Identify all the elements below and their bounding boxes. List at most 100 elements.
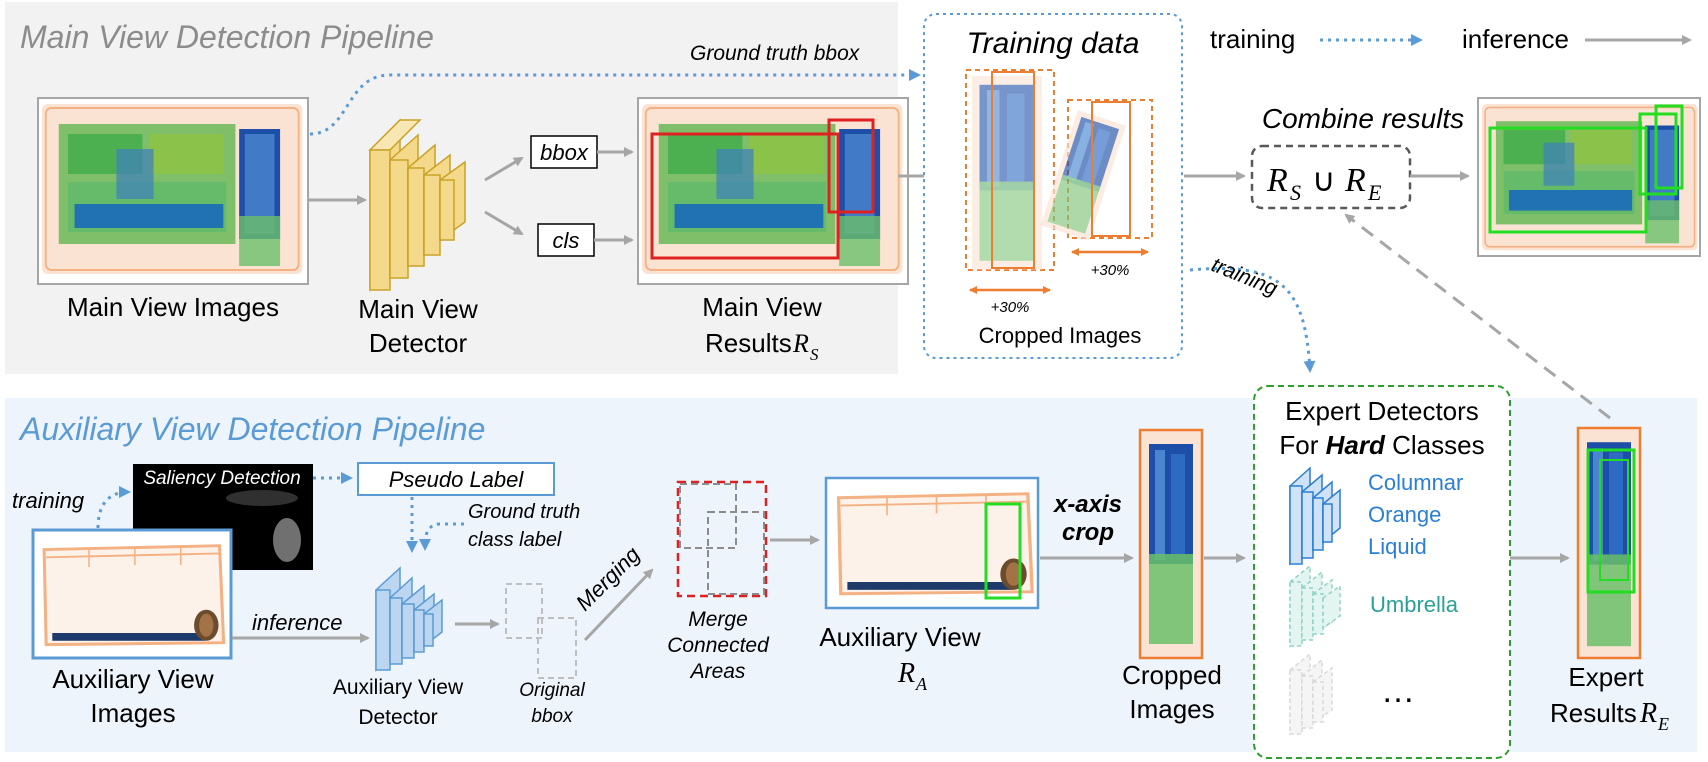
cls-box xyxy=(537,223,595,257)
aux-training-arrow xyxy=(96,486,131,529)
aux-training-label: training xyxy=(12,488,85,513)
expert-detector-columnar-icon xyxy=(1289,466,1341,566)
main-detector-label-2: Detector xyxy=(369,328,468,358)
merged-area-gray-2 xyxy=(707,511,765,595)
saliency-blob xyxy=(273,518,301,562)
main-results-xray-image xyxy=(641,103,904,275)
formula-r-e: R xyxy=(1344,162,1366,199)
crop-a-image xyxy=(972,76,1042,270)
crop-b-percent: +30% xyxy=(1091,262,1130,279)
expert-results-symbol: R xyxy=(1639,698,1657,729)
formula-sub-e: E xyxy=(1367,180,1382,205)
expert-title-2: For Hard Classes xyxy=(1279,430,1484,460)
aux-view-detector-icon xyxy=(375,566,443,672)
saliency-blob-2 xyxy=(226,490,298,506)
orig-bbox-label-2: bbox xyxy=(531,706,574,727)
aux-result-label-1: Auxiliary View xyxy=(819,622,981,652)
merge-label-1: Merge xyxy=(688,608,748,631)
expert-results-label-2: Results xyxy=(1550,698,1637,728)
aux-inference-label: inference xyxy=(252,610,343,635)
expert-class-2: Umbrella xyxy=(1370,592,1459,617)
orig-bbox-label-1: Original xyxy=(519,680,585,701)
expert-results-label-1: Expert xyxy=(1568,662,1644,692)
merge-label-2: Connected xyxy=(667,634,770,657)
main-results-label-2: Results xyxy=(705,328,792,358)
bbox-label: bbox xyxy=(540,140,589,165)
aux-detector-label-1: Auxiliary View xyxy=(333,676,464,699)
saliency-detection-label: Saliency Detection xyxy=(143,468,300,489)
main-result-red-bbox-small xyxy=(827,118,875,214)
main-pipeline-title: Main View Detection Pipeline xyxy=(20,19,434,55)
training-data-title: Training data xyxy=(967,27,1140,60)
expert-detector-umbrella-icon xyxy=(1289,564,1341,648)
aux-view-xray-image xyxy=(36,534,229,654)
ground-truth-bbox-label: Ground truth bbox xyxy=(690,42,861,65)
combine-results-label: Combine results xyxy=(1262,103,1464,134)
main-results-symbol: R xyxy=(792,329,809,358)
training-arrow-label: training xyxy=(1208,253,1281,300)
ground-truth-arrow xyxy=(309,69,921,136)
main-results-label-1: Main View xyxy=(702,292,822,322)
aux-view-images-label-1: Auxiliary View xyxy=(52,664,214,694)
merged-area-red-box xyxy=(676,480,768,598)
arrow-detector-to-cls xyxy=(484,210,524,236)
aux-result-symbol: R xyxy=(897,658,915,689)
legend-training-label: training xyxy=(1210,24,1295,54)
formula-union: ∪ xyxy=(1312,162,1335,198)
expert-title-1: Expert Detectors xyxy=(1285,396,1479,426)
aux-cropped-xray-image xyxy=(1143,434,1199,654)
expert-class-1-line-3: Liquid xyxy=(1368,534,1427,559)
xaxis-label-1: x-axis xyxy=(1052,491,1122,518)
merge-label-3: Areas xyxy=(689,660,746,683)
expert-class-1-line-2: Orange xyxy=(1368,502,1441,527)
main-view-images-label: Main View Images xyxy=(67,292,279,322)
main-view-xray-image xyxy=(41,103,304,275)
aux-cropped-label-2: Images xyxy=(1129,694,1214,724)
legend-inference-label: inference xyxy=(1462,24,1569,54)
expert-result-green-bbox-1 xyxy=(1586,448,1636,594)
crop-a-percent: +30% xyxy=(991,299,1030,316)
crop-b-expanded-box xyxy=(1067,99,1153,239)
aux-detector-label-2: Detector xyxy=(358,706,437,729)
orig-bbox-dashed-2 xyxy=(537,617,577,679)
formula-r-s: R xyxy=(1266,162,1288,199)
aux-result-xray-image xyxy=(830,482,1038,604)
pseudo-label-box xyxy=(357,462,555,496)
combine-formula: R S ∪ R E xyxy=(1266,162,1382,205)
main-detector-label-1: Main View xyxy=(358,294,478,324)
expert-detector-more-icon xyxy=(1289,652,1333,736)
formula-sub-s: S xyxy=(1290,180,1301,205)
aux-result-subscript: A xyxy=(915,674,928,694)
expert-result-green-bbox-2 xyxy=(1599,459,1629,581)
aux-view-images-label-2: Images xyxy=(90,698,175,728)
xaxis-label-2: crop xyxy=(1062,519,1114,546)
aux-pipeline-title: Auxiliary View Detection Pipeline xyxy=(18,411,485,447)
arrow-detector-to-bbox xyxy=(484,156,524,182)
merged-area-gray-1 xyxy=(679,483,737,549)
cls-label: cls xyxy=(553,228,580,253)
main-result-red-bbox-large xyxy=(650,132,840,260)
expert-more-ellipsis: … xyxy=(1381,672,1415,710)
training-data-box xyxy=(923,13,1183,359)
pseudo-label-text: Pseudo Label xyxy=(389,467,525,492)
final-result-xray-image xyxy=(1481,103,1699,252)
final-green-bbox-large xyxy=(1488,126,1648,234)
aux-result-green-bbox xyxy=(984,502,1022,600)
main-results-subscript: S xyxy=(810,345,819,364)
main-view-detector-icon xyxy=(368,118,466,292)
expert-class-1-line-1: Columnar xyxy=(1368,470,1463,495)
gt-class-label-2: class label xyxy=(468,529,562,551)
final-green-bbox-small-1 xyxy=(1638,112,1678,196)
gt-class-arrow xyxy=(419,522,464,551)
crop-a-original-box xyxy=(991,71,1035,269)
expert-results-subscript: E xyxy=(1657,714,1669,734)
training-cropped-images-label: Cropped Images xyxy=(979,323,1142,348)
gt-class-label-1: Ground truth xyxy=(468,501,580,523)
crop-b-original-box xyxy=(1091,101,1131,237)
aux-cropped-label-1: Cropped xyxy=(1122,660,1222,690)
orig-bbox-dashed-1 xyxy=(505,583,543,639)
arrow-expert-results-to-combine xyxy=(1344,213,1611,420)
final-green-bbox-small-2 xyxy=(1654,104,1684,190)
merging-arrow xyxy=(583,568,654,642)
